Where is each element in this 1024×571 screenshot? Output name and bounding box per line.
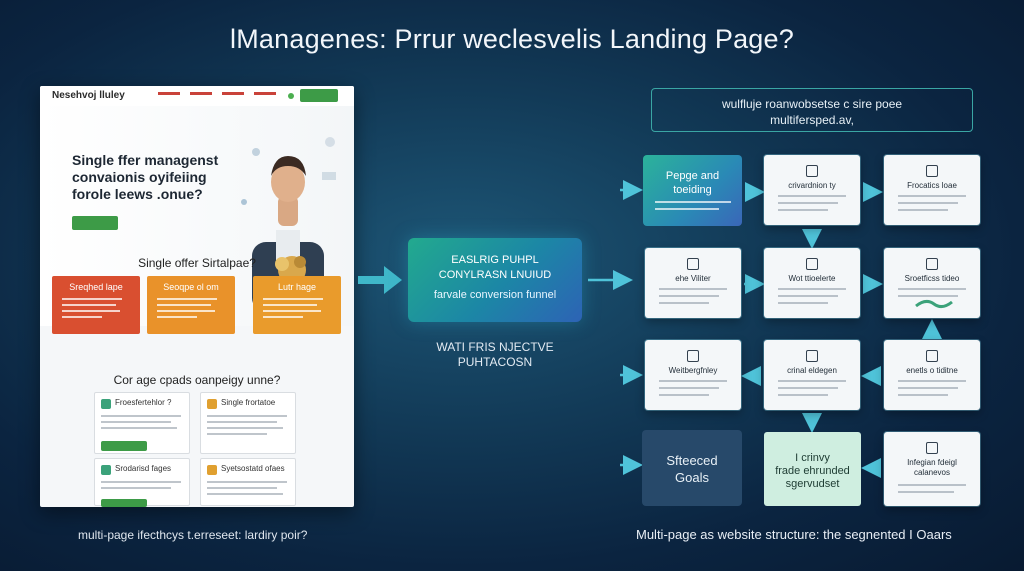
user-icon	[806, 258, 818, 270]
conversion-funnel-box: EASLRIG PUHPL CONYLRASN LNUIUD farvale c…	[408, 238, 582, 322]
offer-card[interactable]: Lutr hage	[253, 276, 341, 334]
center-subtitle-line-1: WATI FRIS NJECTVE	[436, 340, 554, 354]
diagram-node: Sroetficss tideo	[884, 248, 980, 318]
node-selected-goals: Sfteeced Goals	[642, 430, 742, 506]
green-node-line-3: sgervudset	[785, 478, 840, 490]
feature-icon	[101, 399, 111, 409]
offer-section-title: Single offer Sirtalpae?	[138, 256, 256, 270]
accent-node-label: Pepge and toeiding	[643, 169, 742, 197]
wave-icon	[915, 299, 953, 309]
offer-card[interactable]: Sreqhed lape	[52, 276, 140, 334]
nav-link[interactable]	[190, 92, 212, 95]
feature-tile-label: Single frortatoe	[221, 398, 276, 407]
lock-icon	[926, 165, 938, 177]
node-label: ehe Viliter	[675, 274, 711, 283]
feature-icon	[101, 465, 111, 475]
nav-link[interactable]	[254, 92, 276, 95]
node-label: crivardnion ty	[788, 181, 836, 190]
gallery-icon	[687, 350, 699, 362]
feature-tile[interactable]: Single frortatoe	[200, 392, 296, 454]
node-segmented-funnel: I crinvy frade ehrunded sgervudset	[764, 432, 861, 506]
node-label: Infegian fdeigl	[907, 458, 957, 467]
node-label: Weitbergfnley	[668, 366, 718, 375]
node-label: Wot ttioelerte	[788, 274, 836, 283]
tile-cta-button[interactable]	[101, 441, 147, 451]
diagram-node: Frocatics loae	[884, 155, 980, 225]
arrow-right-icon	[358, 266, 402, 294]
node-page-and-targeting: Pepge and toeiding	[643, 155, 742, 226]
accent-node-line-1: Pepge and	[665, 170, 720, 182]
hero-heading: Single ffer managenst convaionis oyifeii…	[72, 152, 219, 202]
offer-card[interactable]: Seoqpe ol om	[147, 276, 235, 334]
page-icon	[806, 165, 818, 177]
nav-cta-button[interactable]	[300, 89, 338, 102]
feature-tile-label: Syetsostatd ofaes	[221, 464, 285, 473]
green-node-line-1: I crinvy	[795, 452, 830, 464]
top-note-line-1: wulfluje roanwobsetse c sire poee	[721, 97, 903, 111]
status-dot-icon	[288, 93, 294, 99]
top-note-box: wulfluje roanwobsetse c sire poee multif…	[651, 88, 973, 132]
diagram-node: crinal eldegen	[764, 340, 860, 410]
feature-icon	[207, 399, 217, 409]
diagram-node: ehe Viliter	[645, 248, 741, 318]
nav-link[interactable]	[158, 92, 180, 95]
video-icon	[926, 258, 938, 270]
feature-tile-label: Srodarisd fages	[115, 464, 172, 473]
left-caption: multi-page ifecthcys t.erreseet: lardiry…	[78, 528, 308, 542]
feature-tile[interactable]: Srodarisd fages	[94, 458, 190, 507]
hero-cta-button[interactable]	[72, 216, 118, 230]
node-label: Sroetficss tideo	[904, 274, 960, 283]
node-sublabel: calanevos	[913, 468, 951, 477]
node-label: Frocatics loae	[907, 181, 957, 190]
chart-icon	[687, 258, 699, 270]
feature-tile[interactable]: Froesfertehlor ?	[94, 392, 190, 454]
funnel-line-3: farvale conversion funnel	[433, 289, 557, 301]
dark-node-label: Sfteeced Goals	[642, 452, 742, 486]
feature-tile[interactable]: Syetsostatd ofaes	[200, 458, 296, 506]
center-subtitle: WATI FRIS NJECTVE PUHTACOSN	[400, 340, 590, 370]
green-node-label: I crinvy frade ehrunded sgervudset	[764, 452, 861, 491]
tile-cta-button[interactable]	[101, 499, 147, 507]
offer-card-label: Lutr hage	[277, 282, 317, 292]
conversion-section-title: Cor age cpads oanpeigy unne?	[113, 373, 281, 387]
diagram-node: crivardnion ty	[764, 155, 860, 225]
diagram-node: Infegian fdeigl calanevos	[884, 432, 980, 506]
diagram-node: Weitbergfnley	[645, 340, 741, 410]
funnel-line-2: CONYLRASN LNUIUD	[438, 269, 552, 281]
center-subtitle-line-2: PUHTACOSN	[457, 355, 533, 369]
diagram-connectors	[588, 180, 942, 478]
right-caption: Multi-page as website structure: the seg…	[636, 527, 952, 542]
diagram-node: Wot ttioelerte	[764, 248, 860, 318]
green-node-line-2: frade ehrunded	[775, 465, 850, 477]
funnel-line-1: EASLRIG PUHPL	[451, 254, 539, 266]
site-brand: Nesehvoj lluley	[52, 90, 125, 101]
offer-card-label: Sreqhed lape	[69, 282, 123, 292]
accent-node-line-2: toeiding	[673, 184, 712, 196]
feature-icon	[207, 465, 217, 475]
nav-link[interactable]	[222, 92, 244, 95]
dark-node-line-1: Sfteeced	[666, 453, 718, 468]
node-label: enetls o tiditne	[906, 366, 958, 375]
puzzle-icon	[926, 442, 938, 454]
site-nav-bar: Nesehvoj lluley	[40, 86, 354, 106]
feature-tile-label: Froesfertehlor ?	[115, 398, 172, 407]
dark-node-line-2: Goals	[675, 470, 709, 485]
landing-page-mockup: Nesehvoj lluley Single ffer managenst co…	[40, 86, 354, 507]
settings-icon	[806, 350, 818, 362]
top-note-line-2: multifersped.av,	[770, 113, 854, 127]
offer-card-label: Seoqpe ol om	[163, 282, 219, 292]
node-label: crinal eldegen	[787, 366, 837, 375]
monitor-icon	[926, 350, 938, 362]
page-title: lManagenes: Prrur weclesvelis Landing Pa…	[230, 24, 794, 54]
diagram-node: enetls o tiditne	[884, 340, 980, 410]
